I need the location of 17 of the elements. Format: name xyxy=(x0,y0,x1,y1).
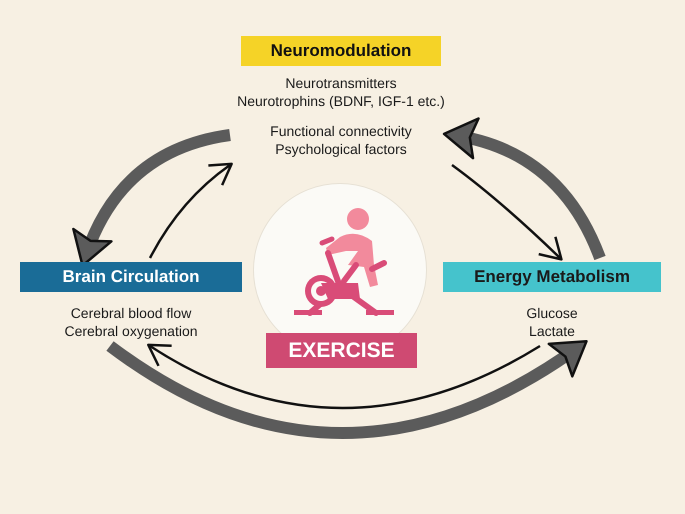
body-text: Cerebral blood flow xyxy=(70,304,192,322)
arrow xyxy=(106,340,588,439)
heading-banner: Energy Metabolism xyxy=(443,262,661,292)
body-text: Functional connectivity xyxy=(270,122,412,140)
arrow xyxy=(442,118,606,260)
exercise-banner: EXERCISE xyxy=(266,333,417,368)
arrow xyxy=(451,164,563,261)
heading-banner: Brain Circulation xyxy=(20,262,242,292)
body-text: Lactate xyxy=(529,322,575,340)
arrow xyxy=(148,162,233,259)
body-text: Neurotransmitters xyxy=(285,74,397,92)
body-text: Glucose xyxy=(526,304,578,322)
heading-banner: Neuromodulation xyxy=(241,36,441,66)
arrow xyxy=(147,344,541,410)
body-text: Neurotrophins (BDNF, IGF-1 etc.) xyxy=(237,92,445,110)
body-text: Cerebral oxygenation xyxy=(64,322,198,340)
body-text: Psychological factors xyxy=(275,140,407,158)
